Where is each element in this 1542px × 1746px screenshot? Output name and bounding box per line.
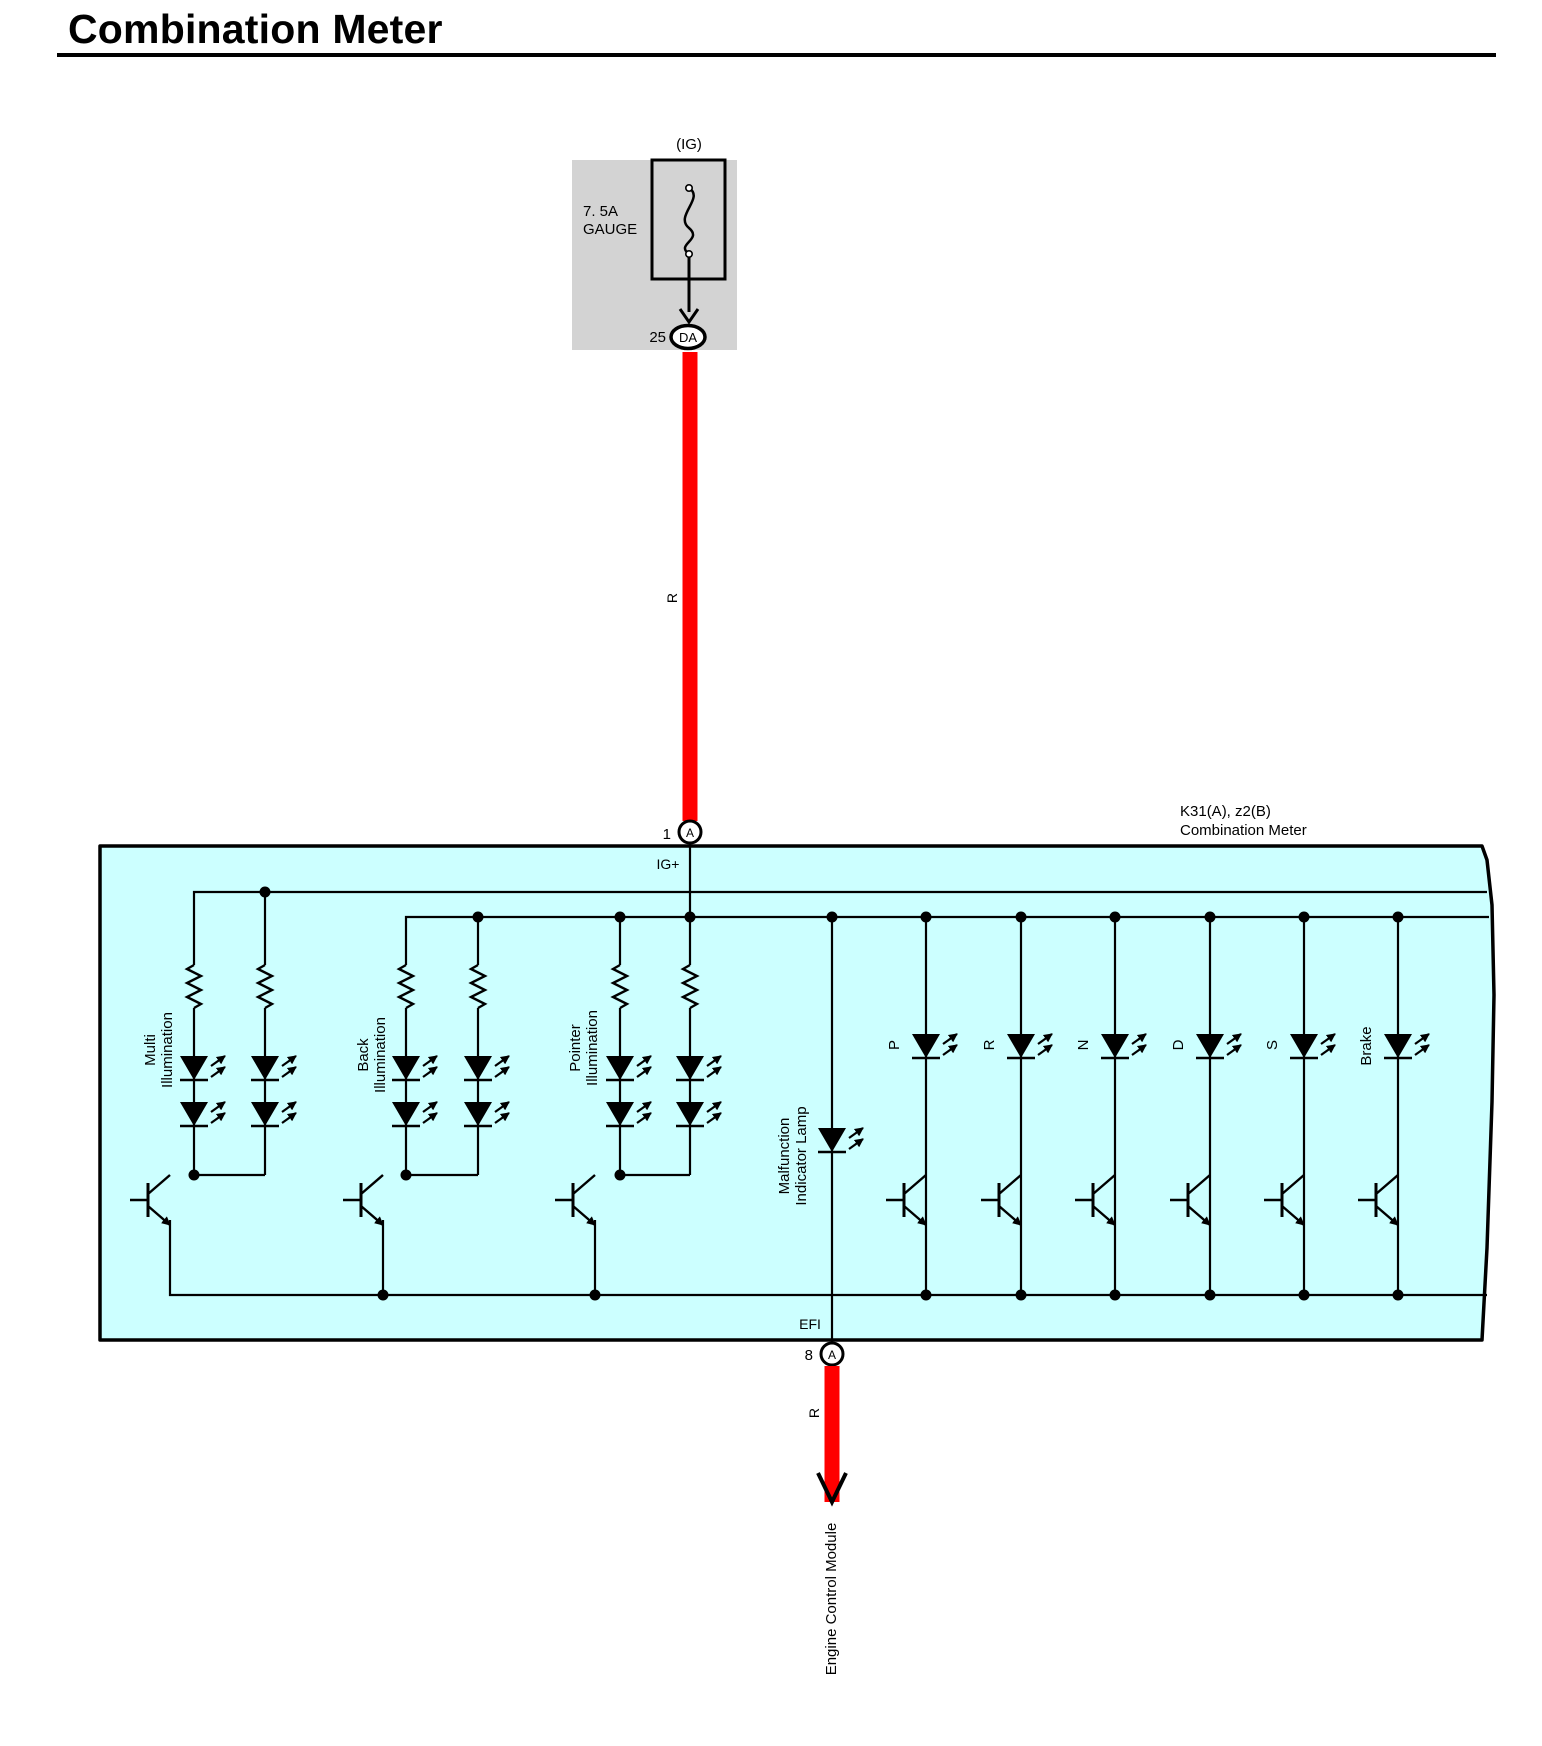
- resistor-icon: [184, 963, 204, 1010]
- component-symbols: [130, 963, 1430, 1226]
- pointer-illumination-label-2: Illumination: [584, 1010, 601, 1086]
- back-illumination-label-1: Back: [355, 1038, 372, 1072]
- indicator-label-n: N: [1075, 1040, 1092, 1051]
- wire-color-label-bottom: R: [806, 1408, 822, 1418]
- led-icon: [1196, 1034, 1224, 1058]
- resistor-icon: [610, 963, 630, 1010]
- meter-pin-1-signal: IG+: [657, 856, 680, 872]
- led-icon: [1101, 1034, 1129, 1058]
- ecm-arrow-icon: [816, 1472, 848, 1507]
- page-title: Combination Meter: [68, 6, 443, 52]
- destination-ecm-label: Engine Control Module: [823, 1523, 840, 1676]
- fuse-terminal-top: [684, 184, 693, 193]
- led-icon: [251, 1102, 279, 1126]
- indicator-label-p: P: [886, 1040, 903, 1050]
- led-icon: [676, 1056, 704, 1080]
- meter-name: Combination Meter: [1180, 822, 1307, 839]
- junction-dots: [188, 886, 1404, 1301]
- meter-pin-1-connector: A: [686, 826, 694, 840]
- wire-color-label-top: R: [664, 593, 680, 603]
- fuse-block: (IG) 7. 5A GAUGE DA 25: [572, 136, 737, 351]
- indicator-label-brake: Brake: [1358, 1026, 1375, 1065]
- resistor-icon: [255, 963, 275, 1010]
- fuse-rating: 7. 5A: [583, 203, 618, 220]
- fuse-output-arrow-icon: [678, 308, 700, 325]
- led-icon: [1290, 1034, 1318, 1058]
- led-icon: [392, 1102, 420, 1126]
- indicator-label-s: S: [1264, 1040, 1281, 1050]
- led-icon: [912, 1034, 940, 1058]
- multi-illumination-label-2: Illumination: [159, 1012, 176, 1088]
- meter-pin-8: [819, 1341, 845, 1367]
- meter-pin-8-connector: A: [828, 1348, 836, 1362]
- led-icon: [180, 1056, 208, 1080]
- meter-connector-ids: K31(A), z2(B): [1180, 803, 1271, 820]
- led-icon: [464, 1056, 492, 1080]
- fuse-icon: [683, 186, 695, 256]
- connector-da-id: DA: [679, 330, 697, 345]
- mil-label-2: Indicator Lamp: [793, 1106, 810, 1205]
- meter-pin-8-signal: EFI: [799, 1316, 821, 1332]
- mil-label-1: Malfunction: [776, 1118, 793, 1195]
- fuse-terminal-bottom: [684, 250, 693, 259]
- led-icon: [606, 1102, 634, 1126]
- indicator-label-d: D: [1170, 1039, 1187, 1050]
- fuse-circuit-label: (IG): [676, 136, 702, 153]
- connector-da: [669, 323, 707, 351]
- title-rule: [57, 53, 1496, 57]
- meter-pin-8-number: 8: [805, 1347, 813, 1364]
- resistor-icon: [468, 963, 488, 1010]
- meter-pin-1-number: 1: [663, 826, 671, 843]
- resistor-icon: [396, 963, 416, 1010]
- led-icon: [1384, 1034, 1412, 1058]
- pointer-illumination-label-1: Pointer: [567, 1024, 584, 1072]
- back-illumination-label-2: Illumination: [372, 1017, 389, 1093]
- fuse-box-background: [572, 160, 737, 350]
- resistor-icon: [680, 963, 700, 1010]
- indicator-label-r: R: [981, 1039, 998, 1050]
- led-icon: [251, 1056, 279, 1080]
- led-icon: [392, 1056, 420, 1080]
- led-icon: [606, 1056, 634, 1080]
- led-icon: [180, 1102, 208, 1126]
- led-icon: [464, 1102, 492, 1126]
- led-icon: [818, 1128, 846, 1152]
- led-icon: [1007, 1034, 1035, 1058]
- combination-meter-body: [98, 844, 1496, 1342]
- led-icon: [676, 1102, 704, 1126]
- internal-wiring: [168, 843, 1489, 1355]
- multi-illumination-label-1: Multi: [142, 1034, 159, 1066]
- connector-da-pin: 25: [649, 329, 666, 346]
- fuse-name: GAUGE: [583, 221, 637, 238]
